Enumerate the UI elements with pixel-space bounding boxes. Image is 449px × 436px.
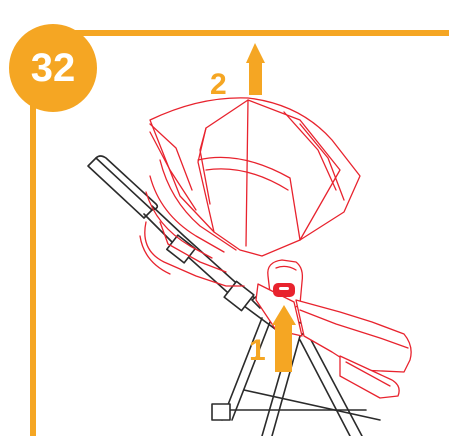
seat-cushion-seam: [299, 309, 409, 349]
canopy-rib-8: [299, 123, 345, 201]
canopy-fold-2: [149, 175, 225, 253]
frame-leg-front-1b: [231, 321, 271, 421]
canopy-fold-3: [145, 191, 213, 259]
step-1-label: 1: [249, 334, 266, 367]
handlebar-upper: [87, 157, 153, 219]
canopy-edge-b: [205, 168, 289, 191]
canopy-fold-1: [159, 159, 237, 251]
wheel-hub: [211, 403, 231, 421]
frame-leg-rear: [299, 339, 351, 436]
arrow-up-icon-step1: [272, 305, 296, 372]
frame-top-line: [48, 30, 449, 36]
canopy-edge: [197, 156, 301, 241]
frame-left-line: [30, 48, 36, 436]
frame-leg-rear-b: [309, 337, 363, 436]
arrow-up-icon: [246, 43, 265, 95]
canopy-rib-4: [149, 123, 193, 191]
canopy-rib-1: [245, 99, 249, 247]
canopy-rib-6: [199, 127, 211, 205]
frame-leg-front-1: [221, 317, 263, 421]
frame-cross-b: [243, 389, 381, 421]
seat-side-fabric: [144, 221, 245, 287]
canopy-rib-5: [149, 131, 197, 211]
frame-tube-main: [143, 213, 291, 341]
canopy-release-button-icon: [273, 283, 295, 297]
step-number-badge: 32: [9, 24, 97, 112]
frame-leg-front-2b: [271, 335, 301, 436]
canopy-rib-7: [283, 111, 337, 191]
frame-joint-2: [223, 280, 255, 312]
canopy-rib-3: [247, 99, 341, 241]
step-2-label: 2: [210, 68, 227, 101]
seat-body: [295, 299, 412, 373]
canopy-shell: [149, 97, 361, 257]
